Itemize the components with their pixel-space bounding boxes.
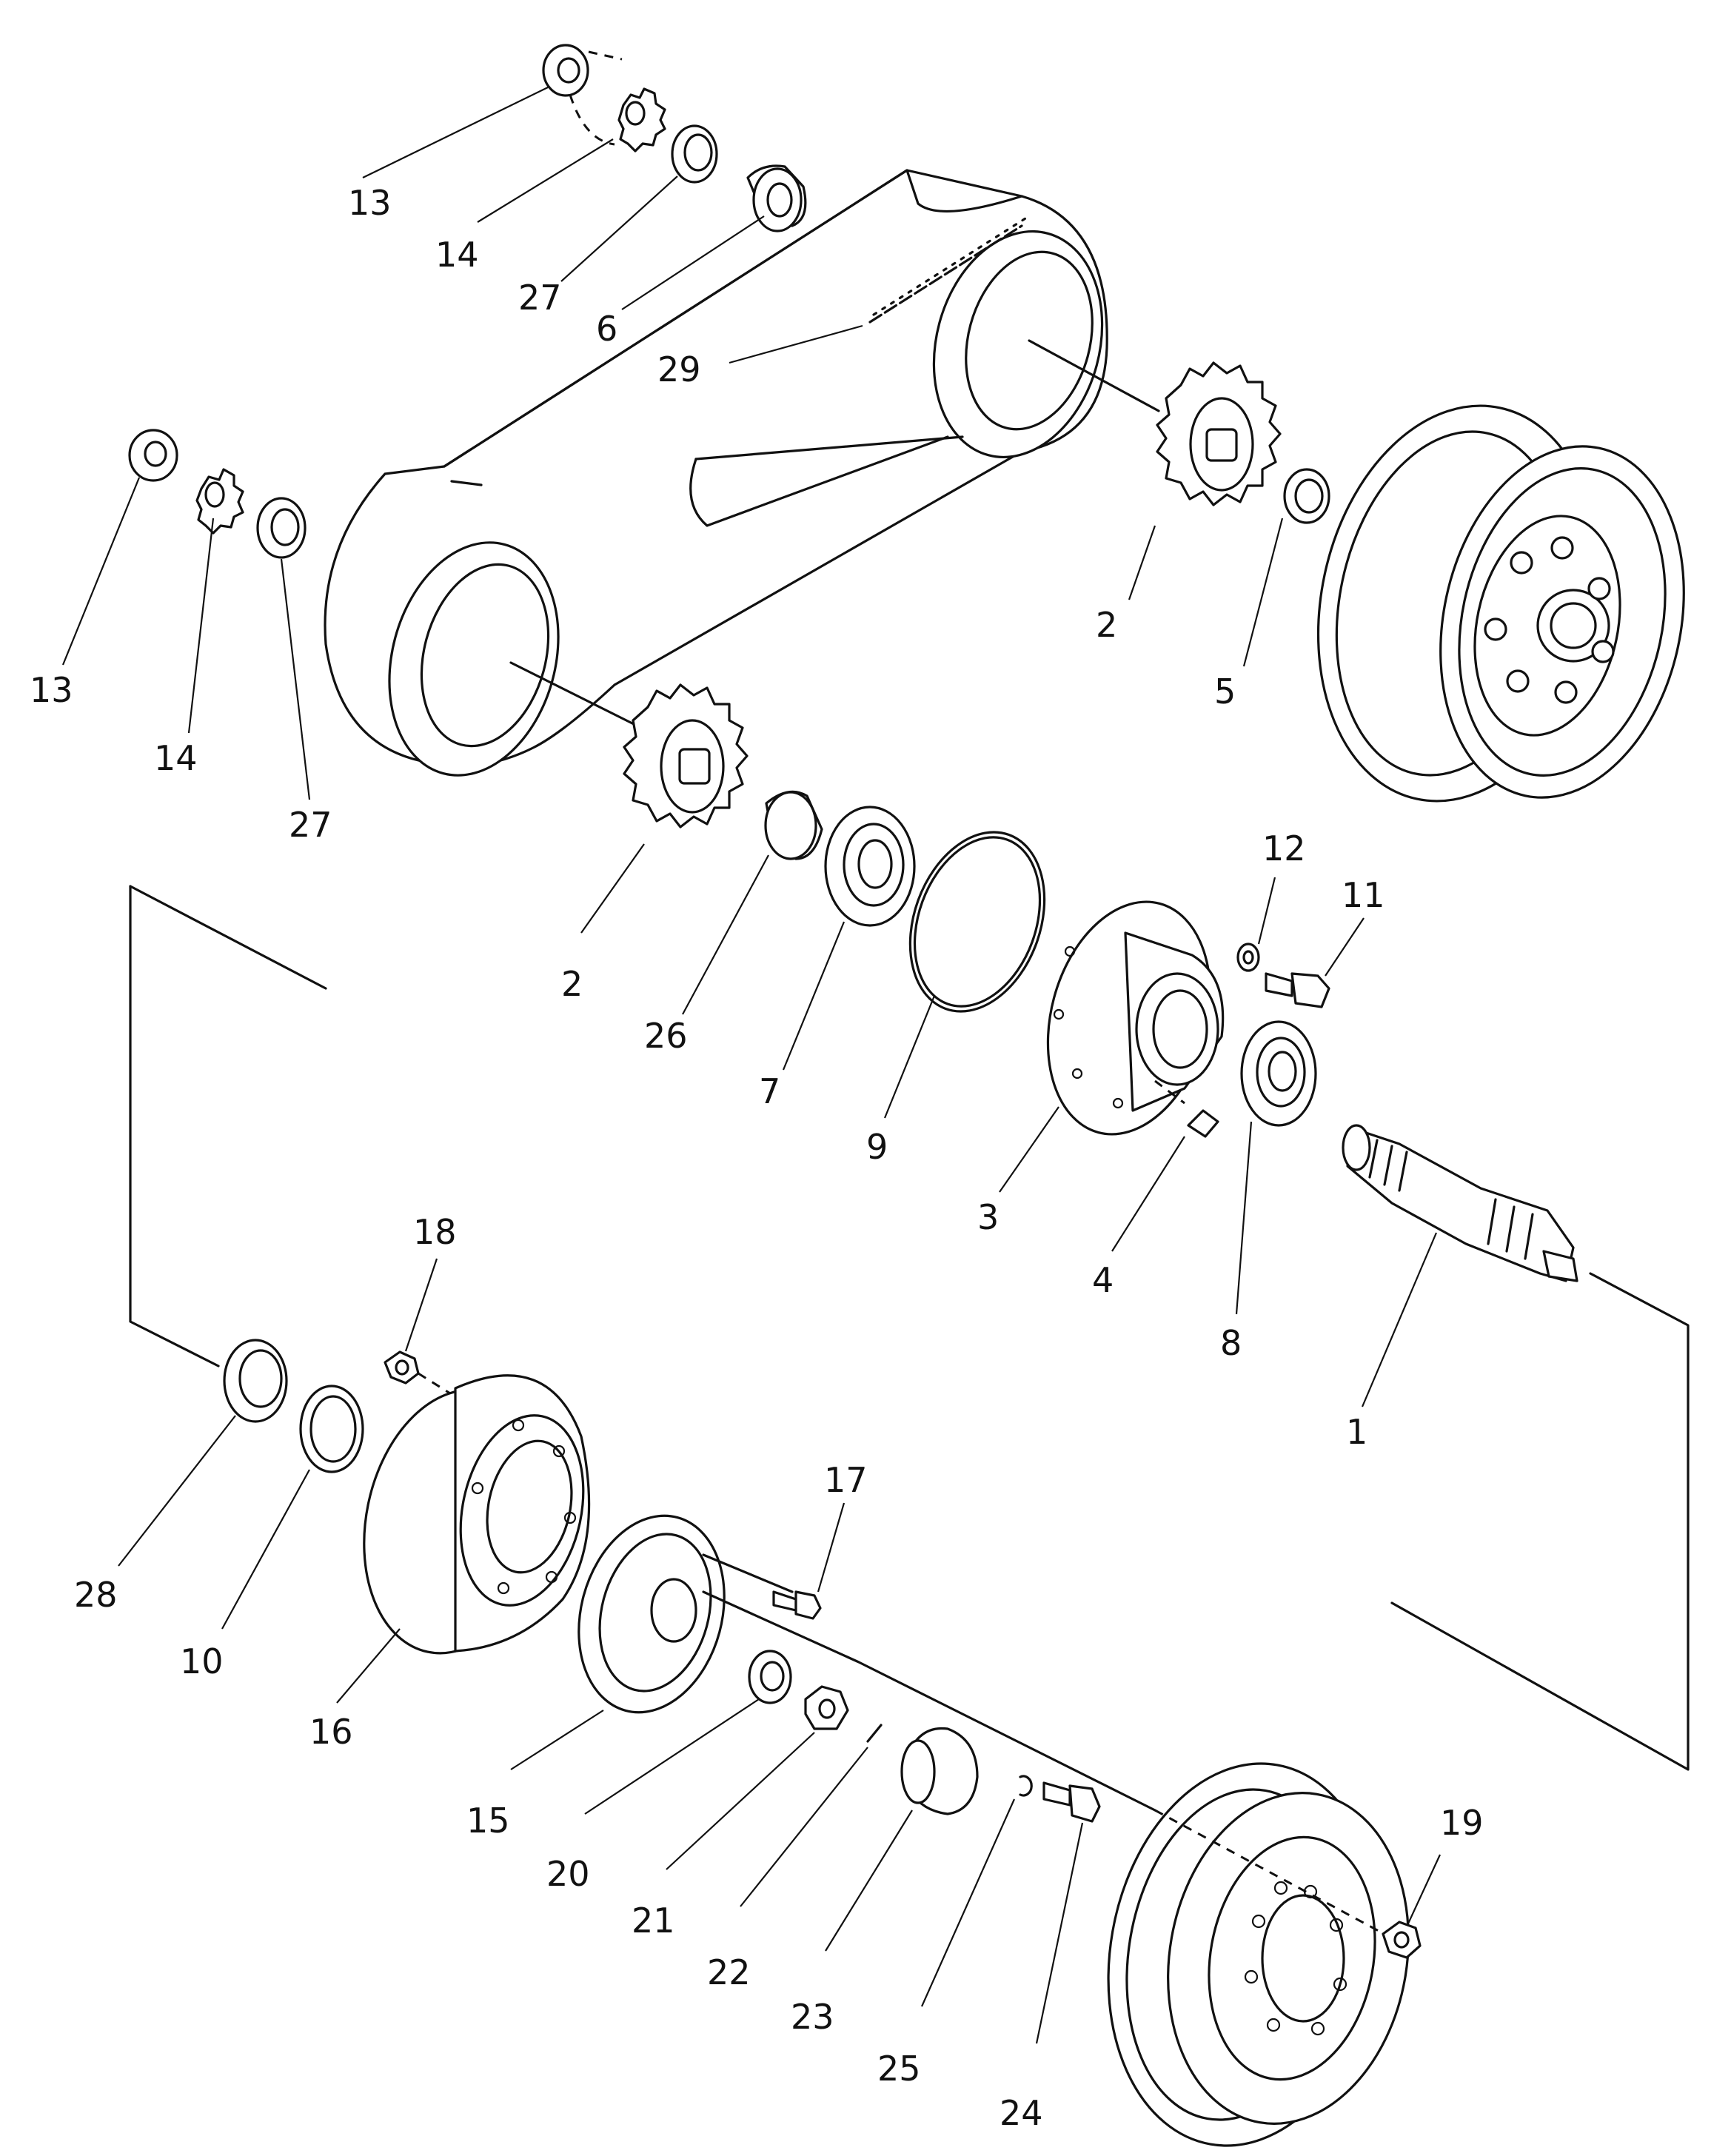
lock-washer-14-lower: [195, 468, 244, 535]
pin-4: [1154, 1079, 1219, 1138]
label-11: 11: [1342, 875, 1385, 915]
label-29: 29: [657, 349, 701, 389]
collar-26: [764, 790, 823, 860]
washer-12: [1236, 943, 1260, 972]
label-2-upper: 2: [1096, 605, 1117, 645]
label-5: 5: [1214, 672, 1236, 712]
wheel-lower: [1107, 1762, 1410, 2147]
guide-line-left-top: [129, 885, 327, 990]
label-14-lower: 14: [154, 738, 198, 778]
hub-cap-23: [900, 1727, 979, 1815]
label-3: 3: [977, 1197, 999, 1237]
bearing-27-upper: [671, 124, 718, 184]
label-24: 24: [1000, 2093, 1043, 2133]
seal-5: [1283, 468, 1330, 524]
seal-20: [748, 1650, 792, 1704]
nut-13-lower: [128, 429, 178, 482]
brake-drum-16: [363, 1374, 591, 1655]
washer-25: [1019, 1775, 1033, 1797]
label-21: 21: [632, 1901, 675, 1941]
hub-flange-15: [577, 1514, 1156, 1812]
shaft-1: [1342, 1124, 1578, 1282]
label-9: 9: [866, 1127, 888, 1167]
nut-18: [384, 1350, 578, 1475]
lock-washer-14-upper: [569, 87, 666, 153]
nut-21: [804, 1685, 849, 1730]
label-23: 23: [791, 1997, 834, 2037]
label-4: 4: [1092, 1260, 1114, 1300]
housing-3: [1046, 900, 1225, 1136]
bearing-27-lower: [256, 497, 307, 559]
label-10: 10: [180, 1641, 224, 1681]
sprocket-2-upper: [1028, 339, 1282, 506]
cotter-pin-22: [866, 1724, 883, 1743]
guide-line-right: [1390, 1272, 1690, 1771]
collar-6: [746, 164, 807, 232]
label-15: 15: [466, 1801, 510, 1841]
ball-bearing-7: [824, 806, 916, 927]
label-7: 7: [759, 1071, 780, 1111]
label-2-lower: 2: [561, 964, 583, 1004]
wheel-upper: [1316, 404, 1685, 803]
label-13-lower: 13: [30, 670, 73, 710]
guide-line-left: [129, 885, 220, 1367]
label-1: 1: [1346, 1412, 1367, 1452]
label-13-upper: 13: [348, 183, 392, 223]
label-14-upper: 14: [435, 235, 479, 275]
nut-19: [1382, 1921, 1422, 1959]
label-12: 12: [1262, 828, 1306, 868]
label-25: 25: [877, 2049, 921, 2089]
chain-case-housing: [324, 169, 1108, 777]
nut-13-upper: [542, 44, 623, 97]
bolt-24: [1042, 1781, 1101, 1823]
o-ring-9: [908, 831, 1046, 1013]
label-17: 17: [824, 1460, 868, 1500]
label-20: 20: [546, 1854, 590, 1894]
label-16: 16: [309, 1712, 353, 1752]
label-6: 6: [596, 309, 617, 349]
part-number-labels: 13 14 27 6 29 13 14 27 2 5 2 26 7 9 12 1…: [30, 183, 1484, 2133]
label-27-lower: 27: [289, 805, 332, 845]
sprocket-2-lower: [509, 661, 749, 828]
drive-chain: [868, 217, 1027, 324]
label-19: 19: [1440, 1803, 1484, 1843]
bolt-11: [1265, 972, 1330, 1008]
bolt-17: [772, 1590, 822, 1620]
label-26: 26: [644, 1016, 688, 1056]
label-8: 8: [1220, 1323, 1242, 1363]
label-27-upper: 27: [518, 278, 562, 318]
ring-10: [299, 1385, 364, 1473]
seal-28: [223, 1339, 288, 1423]
label-22: 22: [707, 1952, 751, 1992]
bearing-8: [1240, 1020, 1317, 1127]
label-28: 28: [74, 1575, 118, 1615]
leader-lines: [61, 87, 1441, 2044]
label-18: 18: [413, 1212, 457, 1252]
